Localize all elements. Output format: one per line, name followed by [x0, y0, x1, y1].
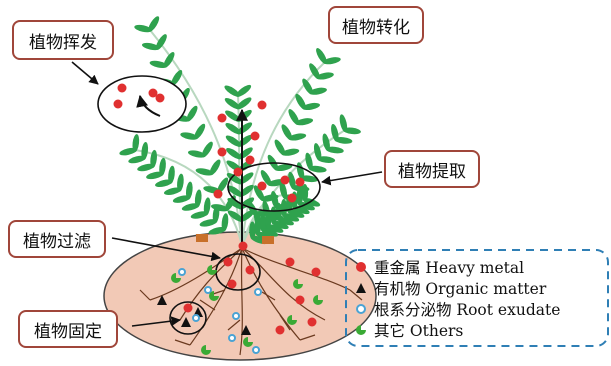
soil-clump	[262, 236, 274, 244]
pointer-to-volatilization	[72, 62, 98, 84]
legend-label: 重金属 Heavy metal	[374, 256, 524, 278]
leaf	[208, 158, 223, 177]
root-exudate-ring	[229, 335, 235, 341]
label-extraction: 植物提取	[384, 150, 480, 188]
leaf	[234, 83, 252, 99]
heavy-metal-dot	[246, 266, 255, 275]
root-exudate-ring	[179, 269, 185, 275]
leaf	[146, 15, 161, 34]
label-filtration: 植物过滤	[8, 220, 106, 258]
legend-label: 有机物 Organic matter	[374, 277, 546, 299]
heavy-metal-dot	[281, 176, 290, 185]
heavy-metal-dot	[218, 148, 227, 157]
heavy-metal-dot	[234, 168, 243, 177]
heavy-metal-dot	[156, 94, 165, 103]
volatilization-zone	[98, 76, 186, 132]
heavy-metal-dot	[218, 114, 227, 123]
heavy-metal-dot	[214, 190, 223, 199]
label-volatilization: 植物挥发	[12, 20, 114, 60]
root-exudate-ring	[255, 289, 261, 295]
legend-item-others: 其它 Others	[354, 319, 463, 341]
legend-label: 根系分泌物 Root exudate	[374, 298, 560, 320]
heavy-metal-dot	[258, 101, 267, 110]
heavy-metal-dot	[312, 268, 321, 277]
heavy-metal-dot	[239, 242, 248, 251]
blue-ring-icon	[354, 302, 368, 316]
heavy-metal-dot	[224, 258, 233, 267]
legend-item-heavy-metal: 重金属 Heavy metal	[354, 256, 524, 278]
black-triangle-icon	[354, 281, 368, 295]
root-exudate-ring	[205, 287, 211, 293]
heavy-metal-dot	[184, 304, 193, 313]
heavy-metal-dot	[286, 258, 295, 267]
red-circle-icon	[354, 260, 368, 274]
heavy-metal-dot	[228, 280, 237, 289]
leaf	[200, 140, 215, 159]
legend: 重金属 Heavy metal 有机物 Organic matter 根系分泌物…	[354, 256, 606, 342]
heavy-metal-dot	[118, 84, 127, 93]
root-exudate-ring	[193, 315, 199, 321]
soil-area	[104, 232, 376, 360]
heavy-metal-dot	[251, 132, 260, 141]
heavy-metal-dot	[296, 296, 305, 305]
leaf	[185, 104, 200, 123]
heavy-metal-dot	[288, 194, 297, 203]
heavy-metal-dot	[114, 100, 123, 109]
legend-item-organic-matter: 有机物 Organic matter	[354, 277, 546, 299]
label-stabilization: 植物固定	[18, 310, 118, 348]
label-transformation: 植物转化	[328, 6, 424, 44]
leaf	[154, 33, 169, 52]
heavy-metal-dot	[296, 178, 305, 187]
legend-item-root-exudate: 根系分泌物 Root exudate	[354, 298, 560, 320]
heavy-metal-dot	[308, 318, 317, 327]
soil-clump	[196, 234, 208, 242]
heavy-metal-dot	[258, 182, 267, 191]
heavy-metal-dot	[276, 326, 285, 335]
green-pie-icon	[354, 323, 368, 337]
leaf	[192, 122, 207, 141]
legend-label: 其它 Others	[374, 319, 463, 341]
pointer-from-extraction	[322, 172, 382, 182]
root-exudate-ring	[233, 313, 239, 319]
root-exudate-ring	[253, 347, 259, 353]
heavy-metal-dot	[246, 156, 255, 165]
